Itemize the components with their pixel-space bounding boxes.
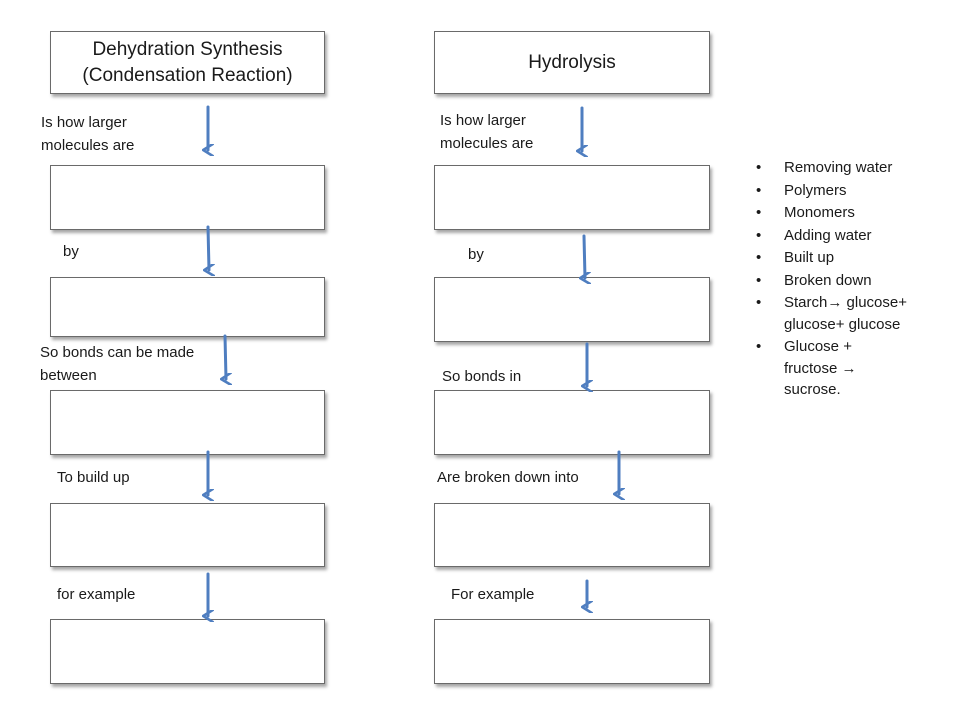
dehydration-synthesis-title-box: Dehydration Synthesis (Condensation Reac… bbox=[50, 31, 325, 94]
left-label-5: for example bbox=[57, 586, 136, 603]
right-answer-box-1[interactable] bbox=[434, 165, 710, 230]
word-bank-item: Polymers bbox=[756, 180, 956, 202]
right-arrow-icon: → bbox=[827, 294, 843, 311]
right-arrow-icon: → bbox=[841, 359, 857, 377]
arrow-down-icon bbox=[208, 225, 209, 270]
right-label-5: For example bbox=[451, 586, 535, 603]
left-answer-box-1[interactable] bbox=[50, 165, 325, 230]
word-bank-item: Adding water bbox=[756, 225, 956, 247]
right-label-3: So bonds in bbox=[442, 368, 522, 385]
word-bank-item: Built up bbox=[756, 247, 956, 269]
word-bank-item: Monomers bbox=[756, 202, 956, 224]
hydrolysis-title: Hydrolysis bbox=[528, 51, 616, 73]
hydrolysis-title-box: Hydrolysis bbox=[434, 31, 710, 94]
arrow-down-icon bbox=[584, 234, 585, 278]
left-answer-box-2[interactable] bbox=[50, 277, 325, 337]
left-answer-box-3[interactable] bbox=[50, 390, 325, 455]
left-answer-box-4[interactable] bbox=[50, 503, 325, 567]
right-label-4: Are broken down into bbox=[437, 469, 579, 486]
arrow-down-icon bbox=[225, 334, 226, 379]
right-label-1: Is how larger molecules are bbox=[440, 112, 534, 152]
left-label-1: Is how larger molecules are bbox=[41, 114, 135, 154]
title-line-1: Dehydration Synthesis bbox=[92, 38, 283, 60]
left-label-4: To build up bbox=[57, 469, 130, 486]
right-label-2: by bbox=[468, 246, 484, 263]
word-bank-item: Removing water bbox=[756, 157, 956, 179]
right-answer-box-2[interactable] bbox=[434, 277, 710, 342]
word-bank-item: Broken down bbox=[756, 270, 956, 292]
title-line-2: (Condensation Reaction) bbox=[82, 64, 293, 86]
left-label-3: So bonds can be made between bbox=[40, 344, 195, 384]
word-bank-item-glucose: Glucose + fructose → sucrose. bbox=[756, 336, 956, 401]
right-answer-box-4[interactable] bbox=[434, 503, 710, 567]
word-bank-item-starch: Starch→ glucose+ glucose+ glucose bbox=[756, 292, 956, 335]
right-answer-box-3[interactable] bbox=[434, 390, 710, 455]
left-label-2: by bbox=[63, 243, 79, 260]
word-bank-list: Removing water Polymers Monomers Adding … bbox=[756, 157, 956, 402]
right-answer-box-5[interactable] bbox=[434, 619, 710, 684]
dehydration-synthesis-title: Dehydration Synthesis (Condensation Reac… bbox=[82, 37, 292, 88]
left-answer-box-5[interactable] bbox=[50, 619, 325, 684]
